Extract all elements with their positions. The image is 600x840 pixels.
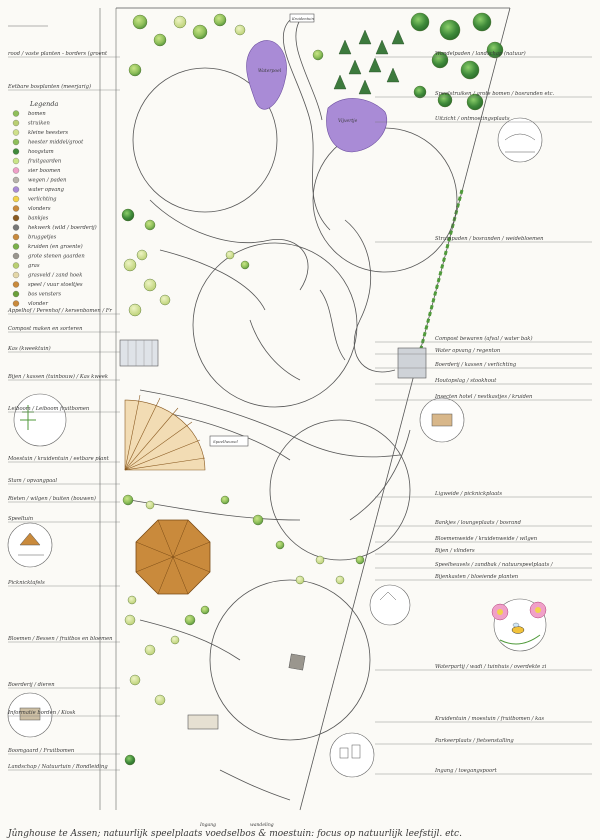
legend-item: sier boomen xyxy=(28,168,60,174)
left-labels: rood / vaste planten - borders (groentEe… xyxy=(7,50,113,770)
legend-item: water opvang xyxy=(28,187,65,193)
legend-item: speel / vuur stoeltjes xyxy=(28,282,83,288)
right-label: Insecten hotel / nestkastjes / kruiden xyxy=(434,394,532,400)
legend-item: bomen xyxy=(28,111,46,117)
bottom-title: Jûnghouse te Assen; natuurlijk speelplaa… xyxy=(6,828,462,839)
legend-item: fruitgaarden xyxy=(27,159,61,165)
left-label: Kas (kweektuin) xyxy=(7,345,51,352)
left-label: Rieten / wilgen / buiten (bouwen) xyxy=(7,495,96,502)
legend-title: Legenda xyxy=(29,100,59,108)
bee-flower-illustration xyxy=(491,601,547,645)
sign-1-label: Kruidentuin xyxy=(291,17,315,21)
walking-label: wandeling xyxy=(250,822,274,828)
legend-item: struiken xyxy=(28,121,50,127)
boundary xyxy=(116,7,511,811)
greenhouses xyxy=(119,339,427,730)
meadows xyxy=(132,67,458,741)
legend-item: bruggetjes xyxy=(28,235,57,241)
vignette-sketches xyxy=(18,133,536,759)
left-label: Bloemen / Bessen / fruitbos en bloemen xyxy=(7,636,113,642)
legend-item: grote stenen gaarden xyxy=(28,254,85,260)
right-label: Uitzicht / ontmoetingsplaats xyxy=(435,116,510,122)
right-label: Struinpaden / bosranden / weidebloemen xyxy=(435,236,544,242)
right-label: Ligweide / picknickplaats xyxy=(434,491,502,497)
right-label: Boerderij / kassen / verlichting xyxy=(434,362,517,368)
legend-item: hekwerk (wild / boerderij) xyxy=(28,224,97,231)
legend-item: wegen / paden xyxy=(28,178,66,184)
gate-label: Ingang xyxy=(199,822,216,828)
legend-item: kleine heesters xyxy=(28,130,68,136)
right-leaders xyxy=(375,56,592,775)
left-label: rood / vaste planten - borders (groent xyxy=(8,50,108,57)
legend-item: vlonders xyxy=(28,206,51,212)
conifers xyxy=(333,29,405,95)
left-label: Boomgaard / Fruitbomen xyxy=(7,748,74,754)
right-label: Water opvang / regenton xyxy=(435,348,500,354)
left-label: Appelhof / Perenhof / kersenbomen / Fr xyxy=(7,308,112,314)
pond-1 xyxy=(246,40,287,110)
left-label: Boerderij / dieren xyxy=(7,682,55,688)
right-label: Kruidentuin / moestuin / fruitbomen / ka… xyxy=(434,716,544,722)
legend-item: gras xyxy=(28,263,40,269)
legend-item: hoogstam xyxy=(28,149,54,155)
right-label: Wandelpaden / landschap (natuur) xyxy=(435,50,526,57)
right-labels: Wandelpaden / landschap (natuur) Speelstr… xyxy=(434,50,555,774)
legend: Legenda bomen struiken kleine heesters hees… xyxy=(12,100,97,307)
legend-item: heester middel/groot xyxy=(28,140,84,146)
pond-2-label: Vijvertje xyxy=(338,118,358,124)
legend-item: bos vensters xyxy=(28,292,61,298)
ponds xyxy=(246,40,387,153)
fan-structure xyxy=(124,394,206,471)
right-label: Compost bewaren (afval / water bak) xyxy=(435,335,532,342)
left-label: Leiboom / Leiboom fruitbomen xyxy=(7,406,89,412)
right-label: Houtopslag / stookhout xyxy=(434,378,497,384)
right-label: Speelstruiken / grote bomen / bosranden … xyxy=(435,91,555,97)
square-feature xyxy=(288,653,306,671)
right-label: Bijenkasten / bloeiende planten xyxy=(434,574,518,580)
paths xyxy=(129,19,411,801)
left-label: Moestuin / kruidentuin / eetbare plant xyxy=(7,456,110,462)
right-label: Speelheuvels / zandbak / natuurspeelplaa… xyxy=(435,562,554,568)
left-label: Informatie borden / Kiosk xyxy=(7,710,76,716)
left-label: Landschap / Natuurtuin / Rondleiding xyxy=(7,764,108,770)
left-label: Speeltuin xyxy=(8,516,33,522)
left-label: Eetbare bosplanten (meerjarig) xyxy=(7,83,91,90)
right-label: Ingang / toegangspoort xyxy=(434,768,498,774)
pond-1-label: Waterpoel xyxy=(258,68,282,74)
legend-item: kruiden (en groente) xyxy=(28,243,83,250)
legend-item: grasveld / zand hoek xyxy=(28,273,82,279)
left-label: Bijen / kassen (tuinbouw) / Kas kweek xyxy=(7,373,108,380)
pond-2 xyxy=(326,98,387,153)
frame xyxy=(8,8,117,810)
right-label: Parkeerplaats / fietsenstalling xyxy=(434,738,514,744)
legend-item: verlichting xyxy=(28,197,57,203)
octagon-deck xyxy=(135,519,211,595)
signboards xyxy=(209,13,315,447)
right-label: Bijen / vlinders xyxy=(434,548,475,554)
legend-item: vlonder xyxy=(28,301,48,307)
right-label: Waterpartij / wadi / tuinhuis / overdekt… xyxy=(435,664,547,670)
sign-2-label: Speelheuvel xyxy=(213,439,238,444)
left-leaders xyxy=(8,56,120,771)
left-label: Stam / opvangpaal xyxy=(8,478,57,484)
vignettes xyxy=(7,117,547,778)
legend-item: bankjes xyxy=(28,216,49,222)
left-label: Picknicktafels xyxy=(7,580,45,586)
right-label: Bloemenweide / kruidenweide / wilgen xyxy=(434,536,537,542)
right-label: Bankjes / loungeplaats / bosrand xyxy=(434,520,522,526)
left-label: Compost maken en sorteren xyxy=(8,326,82,332)
tree-clusters xyxy=(121,12,504,766)
